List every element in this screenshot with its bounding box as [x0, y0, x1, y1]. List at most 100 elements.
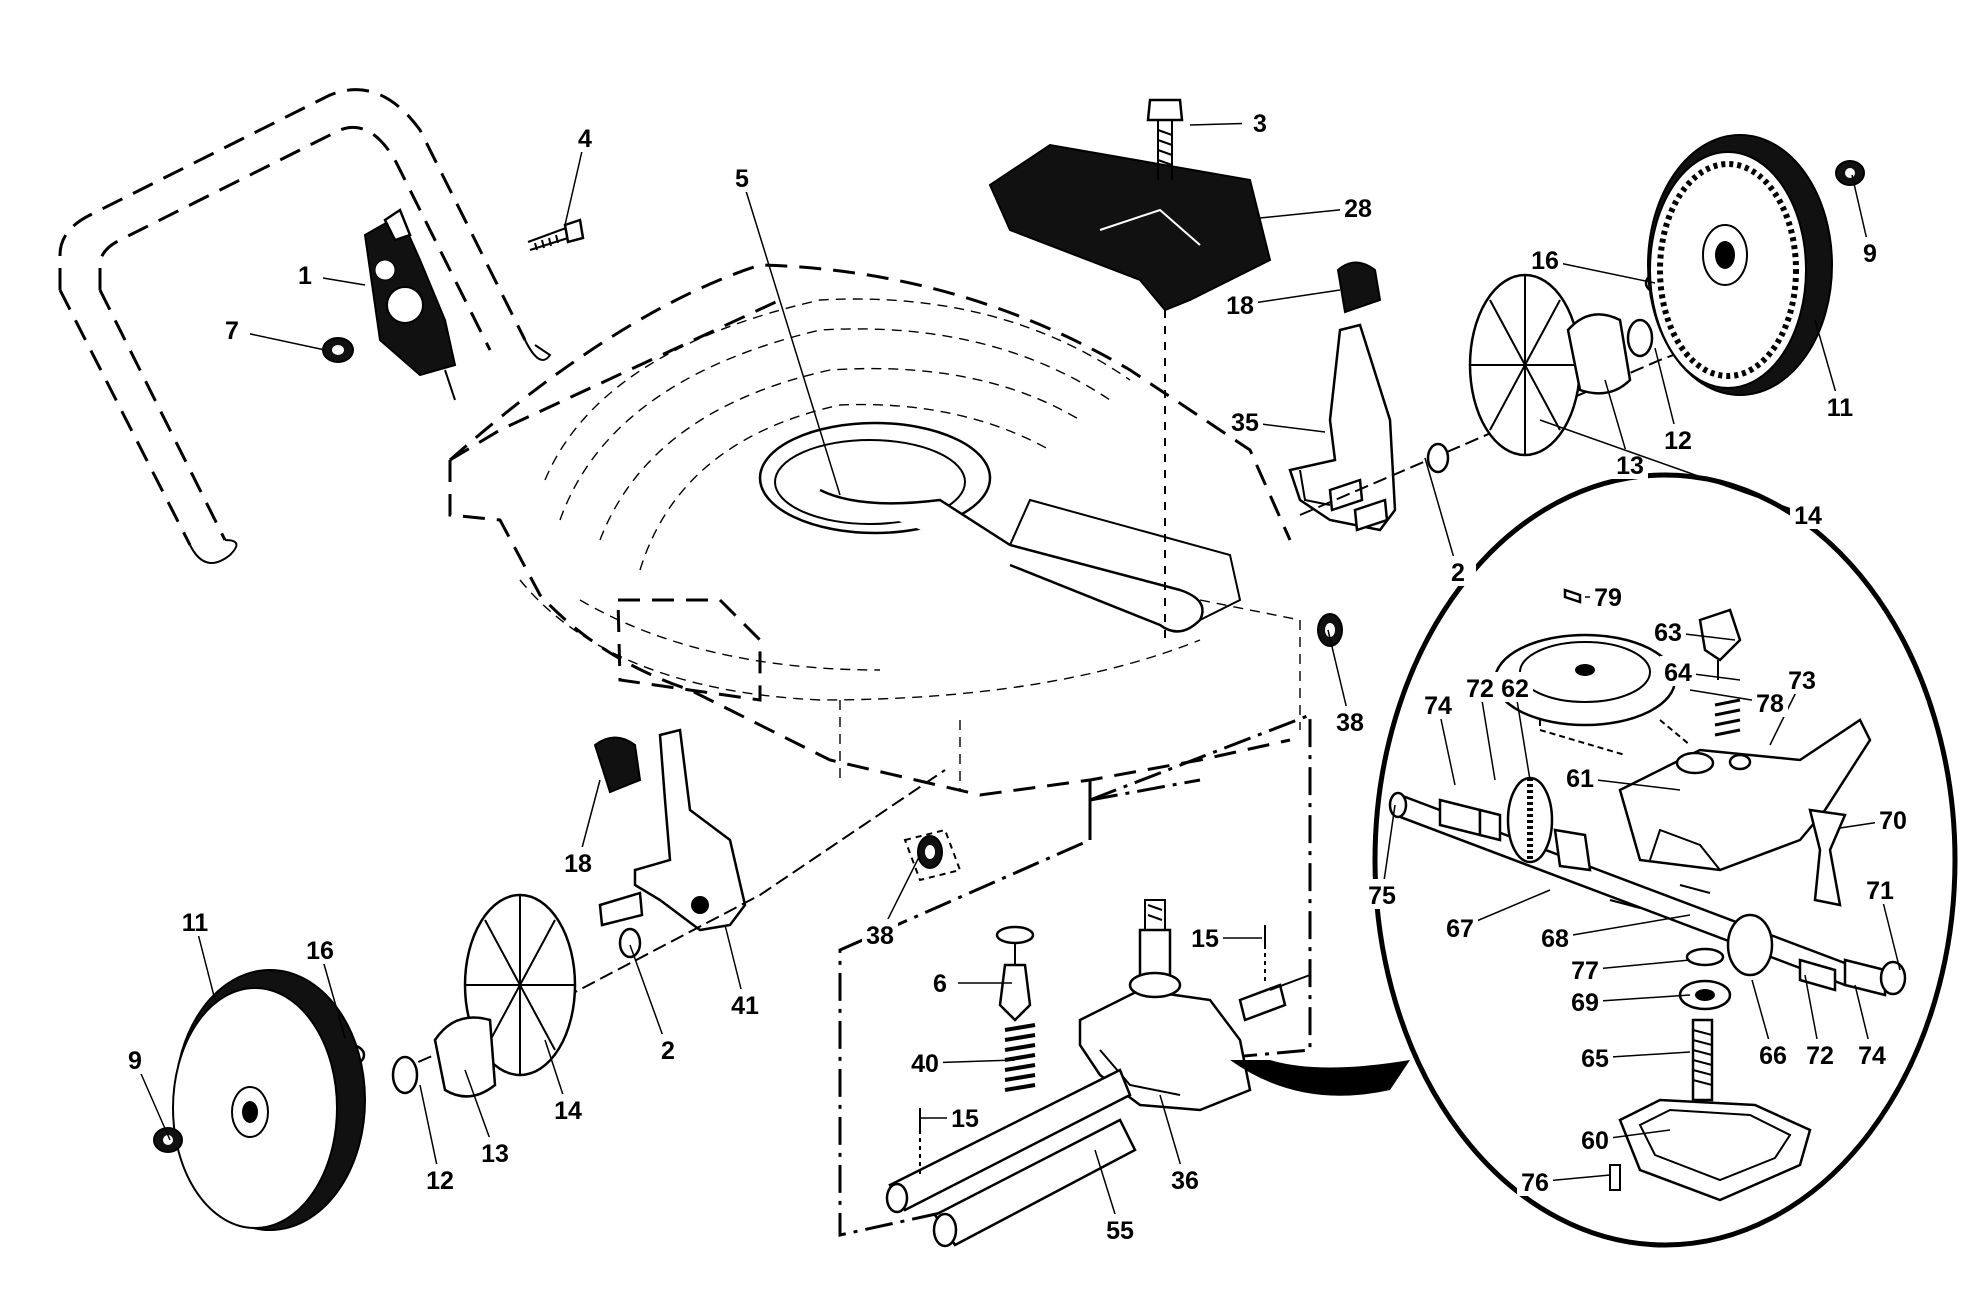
callout-bg-c15a	[1187, 922, 1223, 952]
callout-bg-c5	[724, 162, 760, 192]
callout-c11b: 11	[182, 909, 209, 937]
callout-c11a: 11	[1827, 394, 1854, 422]
callout-c13a: 13	[1616, 452, 1644, 480]
height-adjuster-1	[363, 208, 457, 401]
callout-bg-c67	[1442, 912, 1478, 942]
callout-bg-c78	[1752, 687, 1788, 717]
callout-c41: 41	[731, 992, 759, 1020]
drive-axle-55	[885, 1068, 1137, 1248]
callout-c2a: 2	[1451, 559, 1465, 587]
callout-c38b: 38	[866, 922, 894, 950]
callout-bg-c66	[1755, 1039, 1791, 1069]
callout-bg-c3	[1242, 107, 1278, 137]
shaft-assembly	[1388, 776, 1907, 997]
callout-c78: 78	[1756, 690, 1784, 718]
pivot-bracket-35	[1288, 261, 1397, 532]
callout-c15b: 15	[951, 1105, 979, 1133]
callout-c66: 66	[1759, 1042, 1787, 1070]
callout-c73: 73	[1788, 667, 1816, 695]
callout-bg-c12a	[1660, 424, 1696, 454]
pins-15	[919, 925, 1266, 1175]
mower-deck-outline	[448, 263, 1301, 840]
callout-c71: 71	[1866, 877, 1894, 905]
callout-bg-c12b	[422, 1164, 458, 1194]
lower-housing-60	[1618, 1098, 1812, 1202]
callout-bg-c18b	[560, 847, 596, 877]
callout-bg-c2a	[1440, 556, 1476, 586]
callout-labels: 1223456799111112121313141415151616181828…	[117, 107, 1911, 1245]
callout-bg-c7	[214, 314, 250, 344]
screw-76	[1609, 1164, 1621, 1191]
callout-bg-c11b	[177, 906, 213, 936]
leader-line-c72a	[1479, 687, 1496, 781]
bracket-70	[1808, 808, 1847, 907]
callout-bg-c55	[1102, 1214, 1138, 1244]
callout-c35: 35	[1231, 409, 1259, 437]
callout-c12a: 12	[1664, 427, 1692, 455]
callout-c74a: 74	[1424, 692, 1452, 720]
callout-bg-c79	[1590, 581, 1626, 611]
callout-bg-c69	[1567, 986, 1603, 1016]
leader-line-c62	[1514, 687, 1531, 781]
callout-bg-c1	[287, 259, 323, 289]
callout-bg-c68	[1537, 922, 1573, 952]
leader-line-c16a	[1544, 259, 1656, 284]
leader-line-c68	[1554, 914, 1691, 939]
leader-line-c5	[741, 177, 841, 496]
callout-c7: 7	[225, 317, 239, 345]
callout-bg-c18a	[1222, 289, 1258, 319]
rear-cover	[988, 143, 1272, 640]
callout-c28: 28	[1344, 195, 1372, 223]
callout-c14b: 14	[554, 1097, 582, 1125]
drive-belt	[758, 421, 1242, 633]
callout-c13b: 13	[481, 1140, 509, 1168]
callout-bg-c35	[1227, 406, 1263, 436]
leader-line-c2a	[1424, 457, 1459, 573]
transmission-frame	[838, 712, 1312, 1237]
leader-line-c2b	[629, 944, 669, 1051]
callout-c15a: 15	[1191, 925, 1219, 953]
callout-bg-c71	[1862, 874, 1898, 904]
callout-bg-c70	[1875, 804, 1911, 834]
callout-c64: 64	[1664, 659, 1692, 687]
worm-shaft-65	[1691, 1018, 1714, 1102]
callout-c55: 55	[1106, 1217, 1134, 1245]
callout-c67: 67	[1446, 915, 1474, 943]
bearings-38	[903, 613, 1343, 882]
callout-bg-c28	[1340, 192, 1376, 222]
callout-bg-c6	[922, 967, 958, 997]
callout-c38a: 38	[1336, 709, 1364, 737]
callout-bg-c9b	[117, 1044, 153, 1074]
callout-c1: 1	[298, 262, 312, 290]
callout-bg-c38a	[1332, 706, 1368, 736]
callout-bg-c74b	[1854, 1039, 1890, 1069]
housing-61	[1618, 718, 1872, 872]
callout-c68: 68	[1541, 925, 1569, 953]
callout-bg-c75	[1364, 879, 1400, 909]
callout-c69: 69	[1571, 989, 1599, 1017]
callout-c75: 75	[1368, 882, 1396, 910]
callout-bg-c60	[1577, 1124, 1613, 1154]
pivot-bracket-41	[593, 728, 747, 932]
callout-c9a: 9	[1863, 240, 1877, 268]
callout-c77: 77	[1571, 957, 1599, 985]
key-79	[1563, 588, 1582, 604]
callout-bg-c72a	[1462, 672, 1498, 702]
callout-bg-c74a	[1420, 689, 1456, 719]
callout-bg-c61	[1562, 762, 1598, 792]
callout-bg-c41	[727, 989, 763, 1019]
right-wheel-assembly	[1426, 134, 1865, 474]
spring-40	[1004, 1023, 1036, 1092]
callout-bg-c63	[1650, 616, 1686, 646]
callout-c76: 76	[1521, 1169, 1549, 1197]
callout-c18a: 18	[1226, 292, 1254, 320]
leader-line-c16b	[319, 949, 346, 1039]
callout-c18b: 18	[564, 850, 592, 878]
callout-bg-c16a	[1527, 244, 1563, 274]
callout-bg-c77	[1567, 954, 1603, 984]
callout-c72b: 72	[1806, 1042, 1834, 1070]
callout-c74b: 74	[1858, 1042, 1886, 1070]
callout-c36: 36	[1171, 1167, 1199, 1195]
callout-c16a: 16	[1531, 247, 1559, 275]
